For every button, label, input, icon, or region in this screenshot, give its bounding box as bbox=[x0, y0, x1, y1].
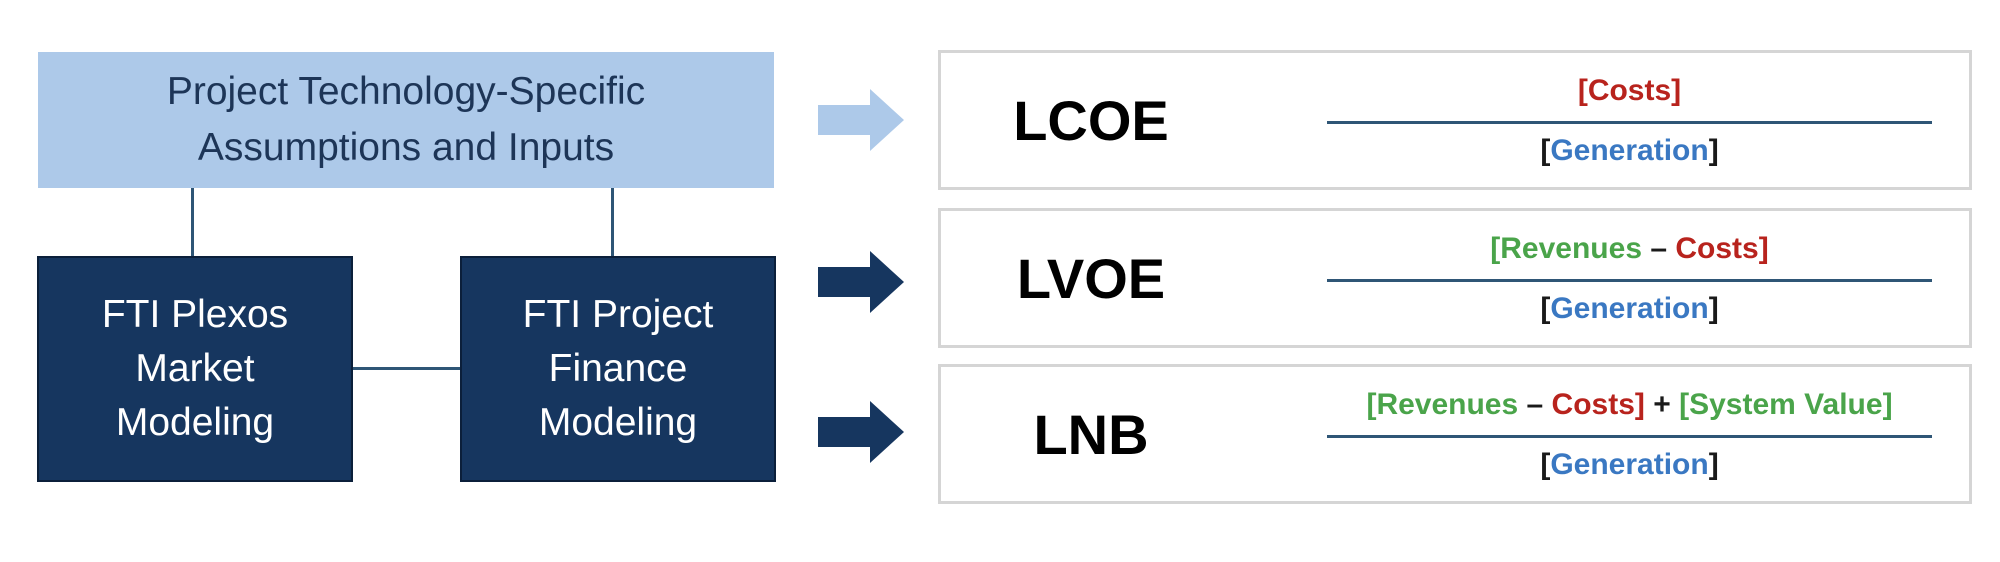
metric-panel-lnb: LNB [Revenues – Costs] + [System Value] … bbox=[938, 364, 1972, 504]
denominator-lvoe: [Generation] bbox=[1540, 292, 1719, 325]
plexos-box-line3: Modeling bbox=[115, 401, 275, 444]
numerator-lcoe: [Costs] bbox=[1577, 74, 1682, 107]
connector-inputs-to-plexos bbox=[191, 188, 194, 256]
fraction-bar-lnb bbox=[1327, 435, 1932, 438]
denominator-lcoe: [Generation] bbox=[1540, 134, 1719, 167]
arrow-right-icon-lnb bbox=[818, 401, 904, 463]
metric-panel-lcoe: LCOE [Costs] [Generation] bbox=[938, 50, 1972, 190]
denominator-lnb: [Generation] bbox=[1540, 448, 1719, 481]
finance-box-line2: Finance bbox=[548, 347, 688, 390]
assumptions-inputs-box: Project Technology-Specific Assumptions … bbox=[38, 52, 774, 188]
assumptions-inputs-line2: Assumptions and Inputs bbox=[197, 126, 615, 169]
metric-panel-lvoe: LVOE [Revenues – Costs] [Generation] bbox=[938, 208, 1972, 348]
connector-plexos-to-finance bbox=[353, 367, 460, 370]
arrow-right-icon-lcoe bbox=[818, 89, 904, 151]
plexos-box-line1: FTI Plexos bbox=[101, 293, 289, 336]
costs-term: Costs bbox=[1675, 232, 1759, 265]
revenues-term: Revenues bbox=[1376, 388, 1519, 421]
plexos-market-modeling-box: FTI Plexos Market Modeling bbox=[37, 256, 353, 482]
generation-term: Generation bbox=[1550, 134, 1709, 167]
plexos-box-line2: Market bbox=[135, 347, 255, 390]
finance-box-line3: Modeling bbox=[538, 401, 698, 444]
metric-name-lcoe: LCOE bbox=[1013, 88, 1169, 152]
arrow-right-icon-lvoe bbox=[818, 251, 904, 313]
fraction-lvoe: [Revenues – Costs] [Generation] bbox=[1327, 211, 1932, 345]
generation-term: Generation bbox=[1550, 448, 1709, 481]
system-value-term: System Value bbox=[1689, 388, 1883, 421]
numerator-lnb: [Revenues – Costs] + [System Value] bbox=[1366, 388, 1893, 421]
fraction-lnb: [Revenues – Costs] + [System Value] [Gen… bbox=[1327, 367, 1932, 501]
fraction-bar-lvoe bbox=[1327, 279, 1932, 282]
costs-term: Costs bbox=[1551, 388, 1635, 421]
assumptions-inputs-line1: Project Technology-Specific bbox=[166, 70, 646, 113]
metric-name-lnb: LNB bbox=[1033, 402, 1149, 466]
fraction-lcoe: [Costs] [Generation] bbox=[1327, 53, 1932, 187]
numerator-lvoe: [Revenues – Costs] bbox=[1490, 232, 1769, 265]
project-finance-modeling-box: FTI Project Finance Modeling bbox=[460, 256, 776, 482]
connector-inputs-to-finance bbox=[611, 188, 614, 256]
revenues-term: Revenues bbox=[1500, 232, 1643, 265]
generation-term: Generation bbox=[1550, 292, 1709, 325]
metric-name-lvoe: LVOE bbox=[1016, 246, 1166, 310]
fraction-bar-lcoe bbox=[1327, 121, 1932, 124]
finance-box-line1: FTI Project bbox=[522, 293, 714, 336]
costs-term: Costs bbox=[1587, 74, 1672, 107]
